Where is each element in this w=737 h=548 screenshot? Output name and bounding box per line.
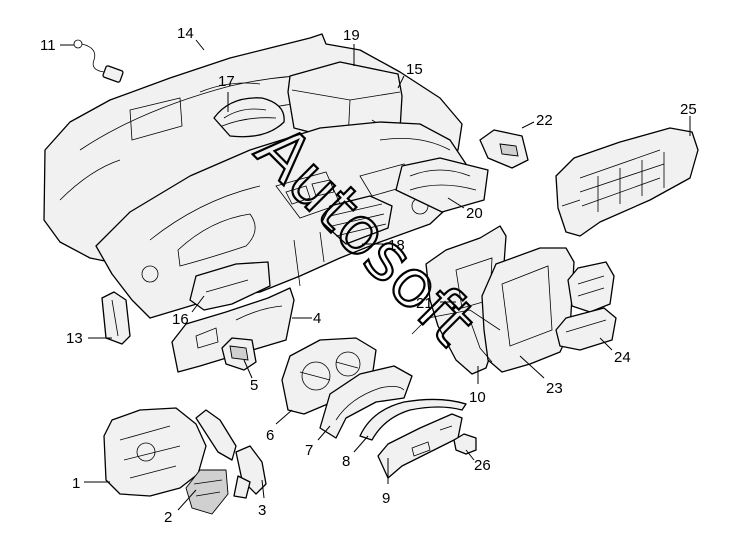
callout-24: 24	[599, 337, 631, 366]
svg-text:25: 25	[680, 101, 697, 118]
callout-11: 11	[40, 37, 74, 54]
svg-text:2: 2	[164, 509, 172, 526]
callout-7: 7	[305, 425, 331, 459]
instrument-cluster	[281, 337, 377, 415]
svg-text:26: 26	[474, 457, 491, 474]
center-console-frame	[411, 225, 575, 375]
callout-22: 22	[521, 112, 553, 129]
callout-18: 18	[362, 237, 405, 254]
cluster-bezel	[319, 365, 413, 439]
svg-text:19: 19	[343, 27, 360, 44]
svg-text:16: 16	[172, 311, 189, 328]
switch-housing	[221, 337, 257, 371]
main-dashboard	[95, 121, 467, 319]
callout-9: 9	[382, 458, 390, 507]
side-cover	[101, 291, 131, 345]
callout-13: 13	[66, 330, 112, 347]
callout-2: 2	[164, 489, 197, 526]
trim-panel	[395, 157, 489, 213]
callout-1: 1	[72, 475, 110, 492]
callout-6: 6	[266, 409, 293, 444]
callout-23: 23	[519, 355, 563, 397]
svg-text:13: 13	[66, 330, 83, 347]
small-switch	[453, 433, 477, 455]
cluster-hood	[359, 398, 467, 441]
callout-14: 14	[177, 25, 205, 51]
callout-17: 17	[218, 73, 235, 112]
callout-16: 16	[172, 295, 205, 328]
svg-text:23: 23	[546, 380, 563, 397]
svg-text:17: 17	[218, 73, 235, 90]
svg-text:14: 14	[177, 25, 194, 42]
svg-text:22: 22	[536, 112, 553, 129]
callout-15: 15	[397, 61, 423, 89]
callout-19: 19	[343, 27, 360, 66]
callout-26: 26	[465, 449, 491, 474]
callout-labels: 1 2 3 4 5 6 7 8	[40, 25, 697, 526]
pedal-box	[103, 407, 237, 497]
svg-text:21: 21	[416, 295, 433, 312]
pedal-pad	[185, 469, 229, 515]
svg-text:24: 24	[614, 349, 631, 366]
lower-knee-trim	[189, 261, 271, 311]
callout-21: 21	[416, 295, 456, 312]
svg-text:18: 18	[388, 237, 405, 254]
svg-text:8: 8	[342, 453, 350, 470]
svg-text:10: 10	[469, 389, 486, 406]
svg-text:7: 7	[305, 442, 313, 459]
speaker-grille	[213, 97, 285, 138]
callout-10: 10	[469, 366, 486, 406]
sensor-with-cable	[73, 39, 124, 83]
pedal-bracket	[233, 445, 267, 499]
center-vent	[321, 195, 393, 245]
svg-text:3: 3	[258, 502, 266, 519]
svg-text:15: 15	[406, 61, 423, 78]
callout-5: 5	[243, 359, 258, 394]
svg-text:9: 9	[382, 490, 390, 507]
svg-text:4: 4	[313, 310, 321, 327]
svg-text:6: 6	[266, 427, 274, 444]
lower-cluster-trim	[377, 413, 463, 479]
svg-text:5: 5	[250, 377, 258, 394]
callout-8: 8	[342, 435, 369, 470]
callout-20: 20	[447, 197, 483, 222]
svg-text:1: 1	[72, 475, 80, 492]
callout-3: 3	[258, 479, 266, 519]
callout-4: 4	[292, 310, 321, 327]
svg-text:11: 11	[40, 37, 56, 54]
svg-text:20: 20	[466, 205, 483, 222]
callout-25: 25	[680, 101, 697, 136]
lower-trim-panel	[171, 287, 295, 373]
heater-control-unit	[555, 127, 699, 237]
switch-block	[479, 129, 529, 169]
